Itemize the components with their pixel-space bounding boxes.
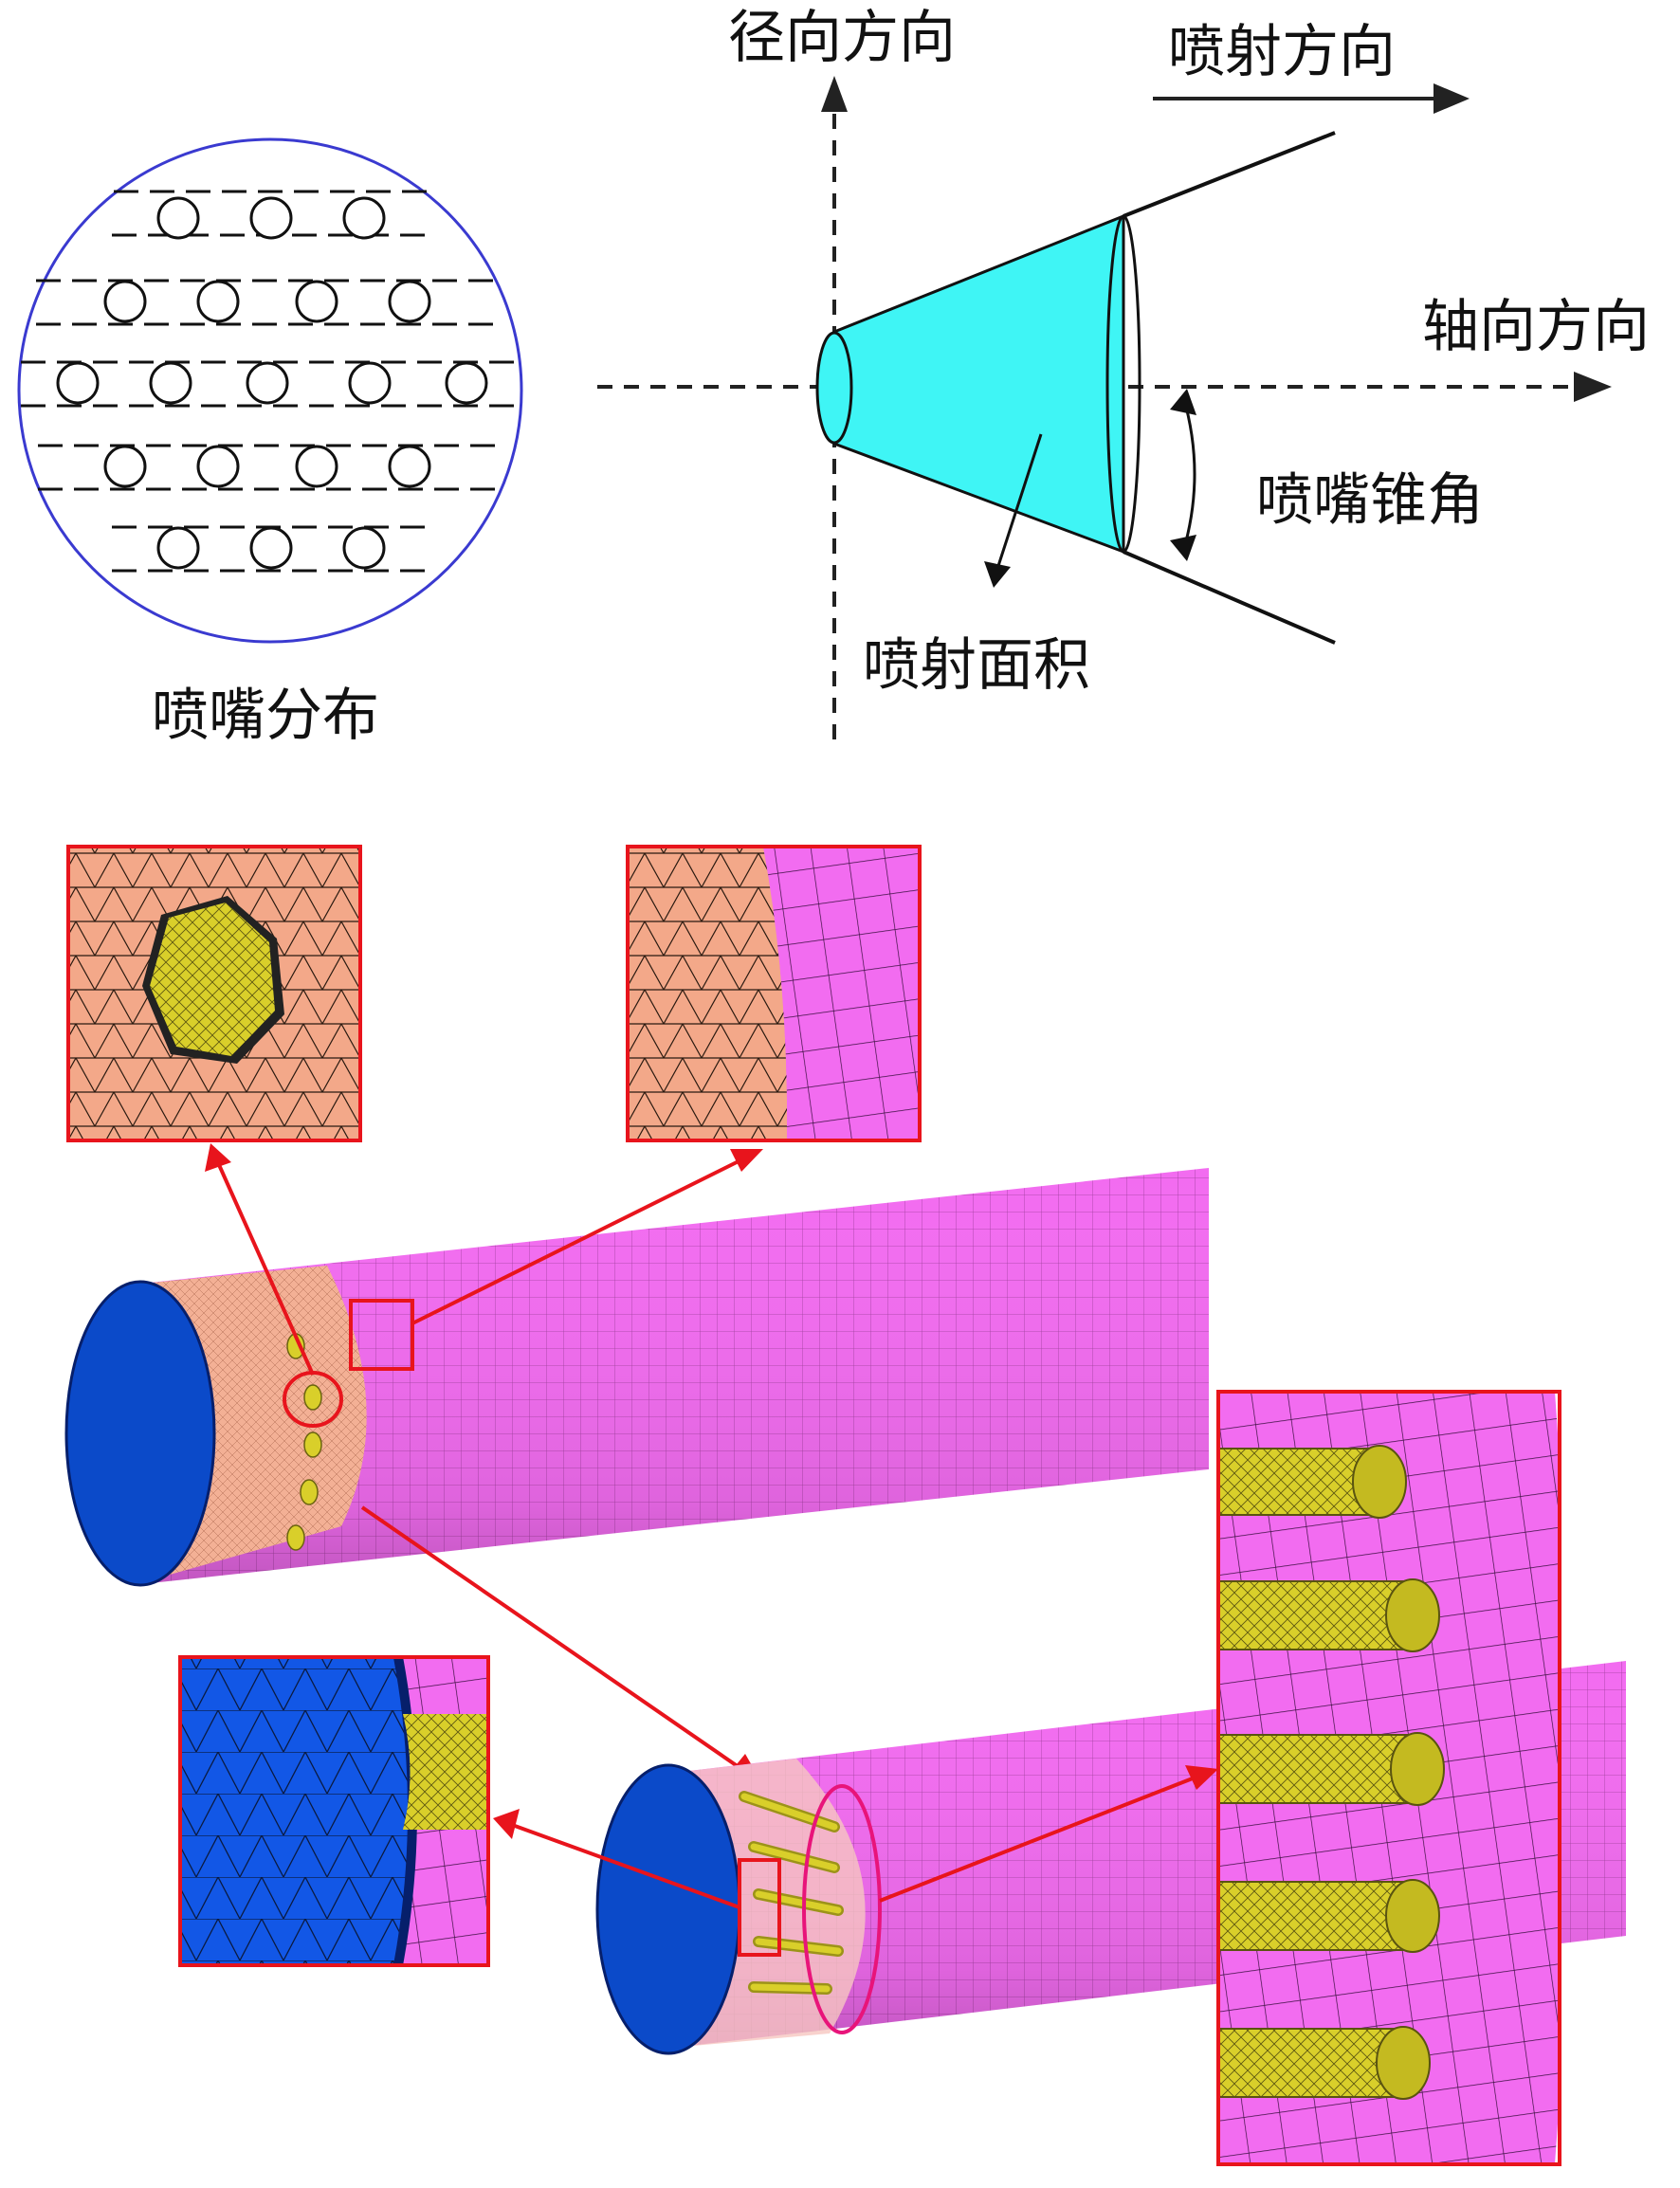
inset-nozzle-tubes-mesh: [1218, 1392, 1560, 2164]
nozzle-distribution-circle: [17, 137, 523, 644]
pipe-2-end-face: [595, 1763, 741, 2055]
inset-end-face-mesh: [180, 1657, 488, 1965]
inset-tube-1: [1218, 1445, 1407, 1519]
radial-direction-label: 径向方向: [728, 5, 956, 71]
nozzle-distribution-label: 喷嘴分布: [152, 683, 379, 749]
inset-tube-5: [1218, 2026, 1431, 2100]
axial-direction-label: 轴向方向: [1422, 294, 1650, 360]
pipe-1-end-face: [64, 1280, 216, 1587]
spray-direction-label: 喷射方向: [1168, 19, 1396, 85]
inset-nozzle-hole-mesh: [68, 847, 360, 1140]
spray-arrow-head: [1433, 83, 1470, 114]
axial-arrow-head: [1574, 372, 1612, 402]
inset-tube-2: [1218, 1578, 1440, 1652]
pipe-1-nozzles: [286, 1333, 322, 1551]
radial-arrow-head: [821, 76, 848, 112]
inset-tube-4: [1218, 1879, 1440, 1953]
spray-cone-diagram: [597, 76, 1612, 739]
nozzle-cone-angle-label: 喷嘴锥角: [1256, 467, 1484, 534]
pipe-model-1: [64, 1168, 1209, 1587]
inset-tube-3: [1218, 1732, 1445, 1806]
inset-interface-mesh: [628, 847, 920, 1140]
spray-area-label: 喷射面积: [863, 632, 1090, 699]
